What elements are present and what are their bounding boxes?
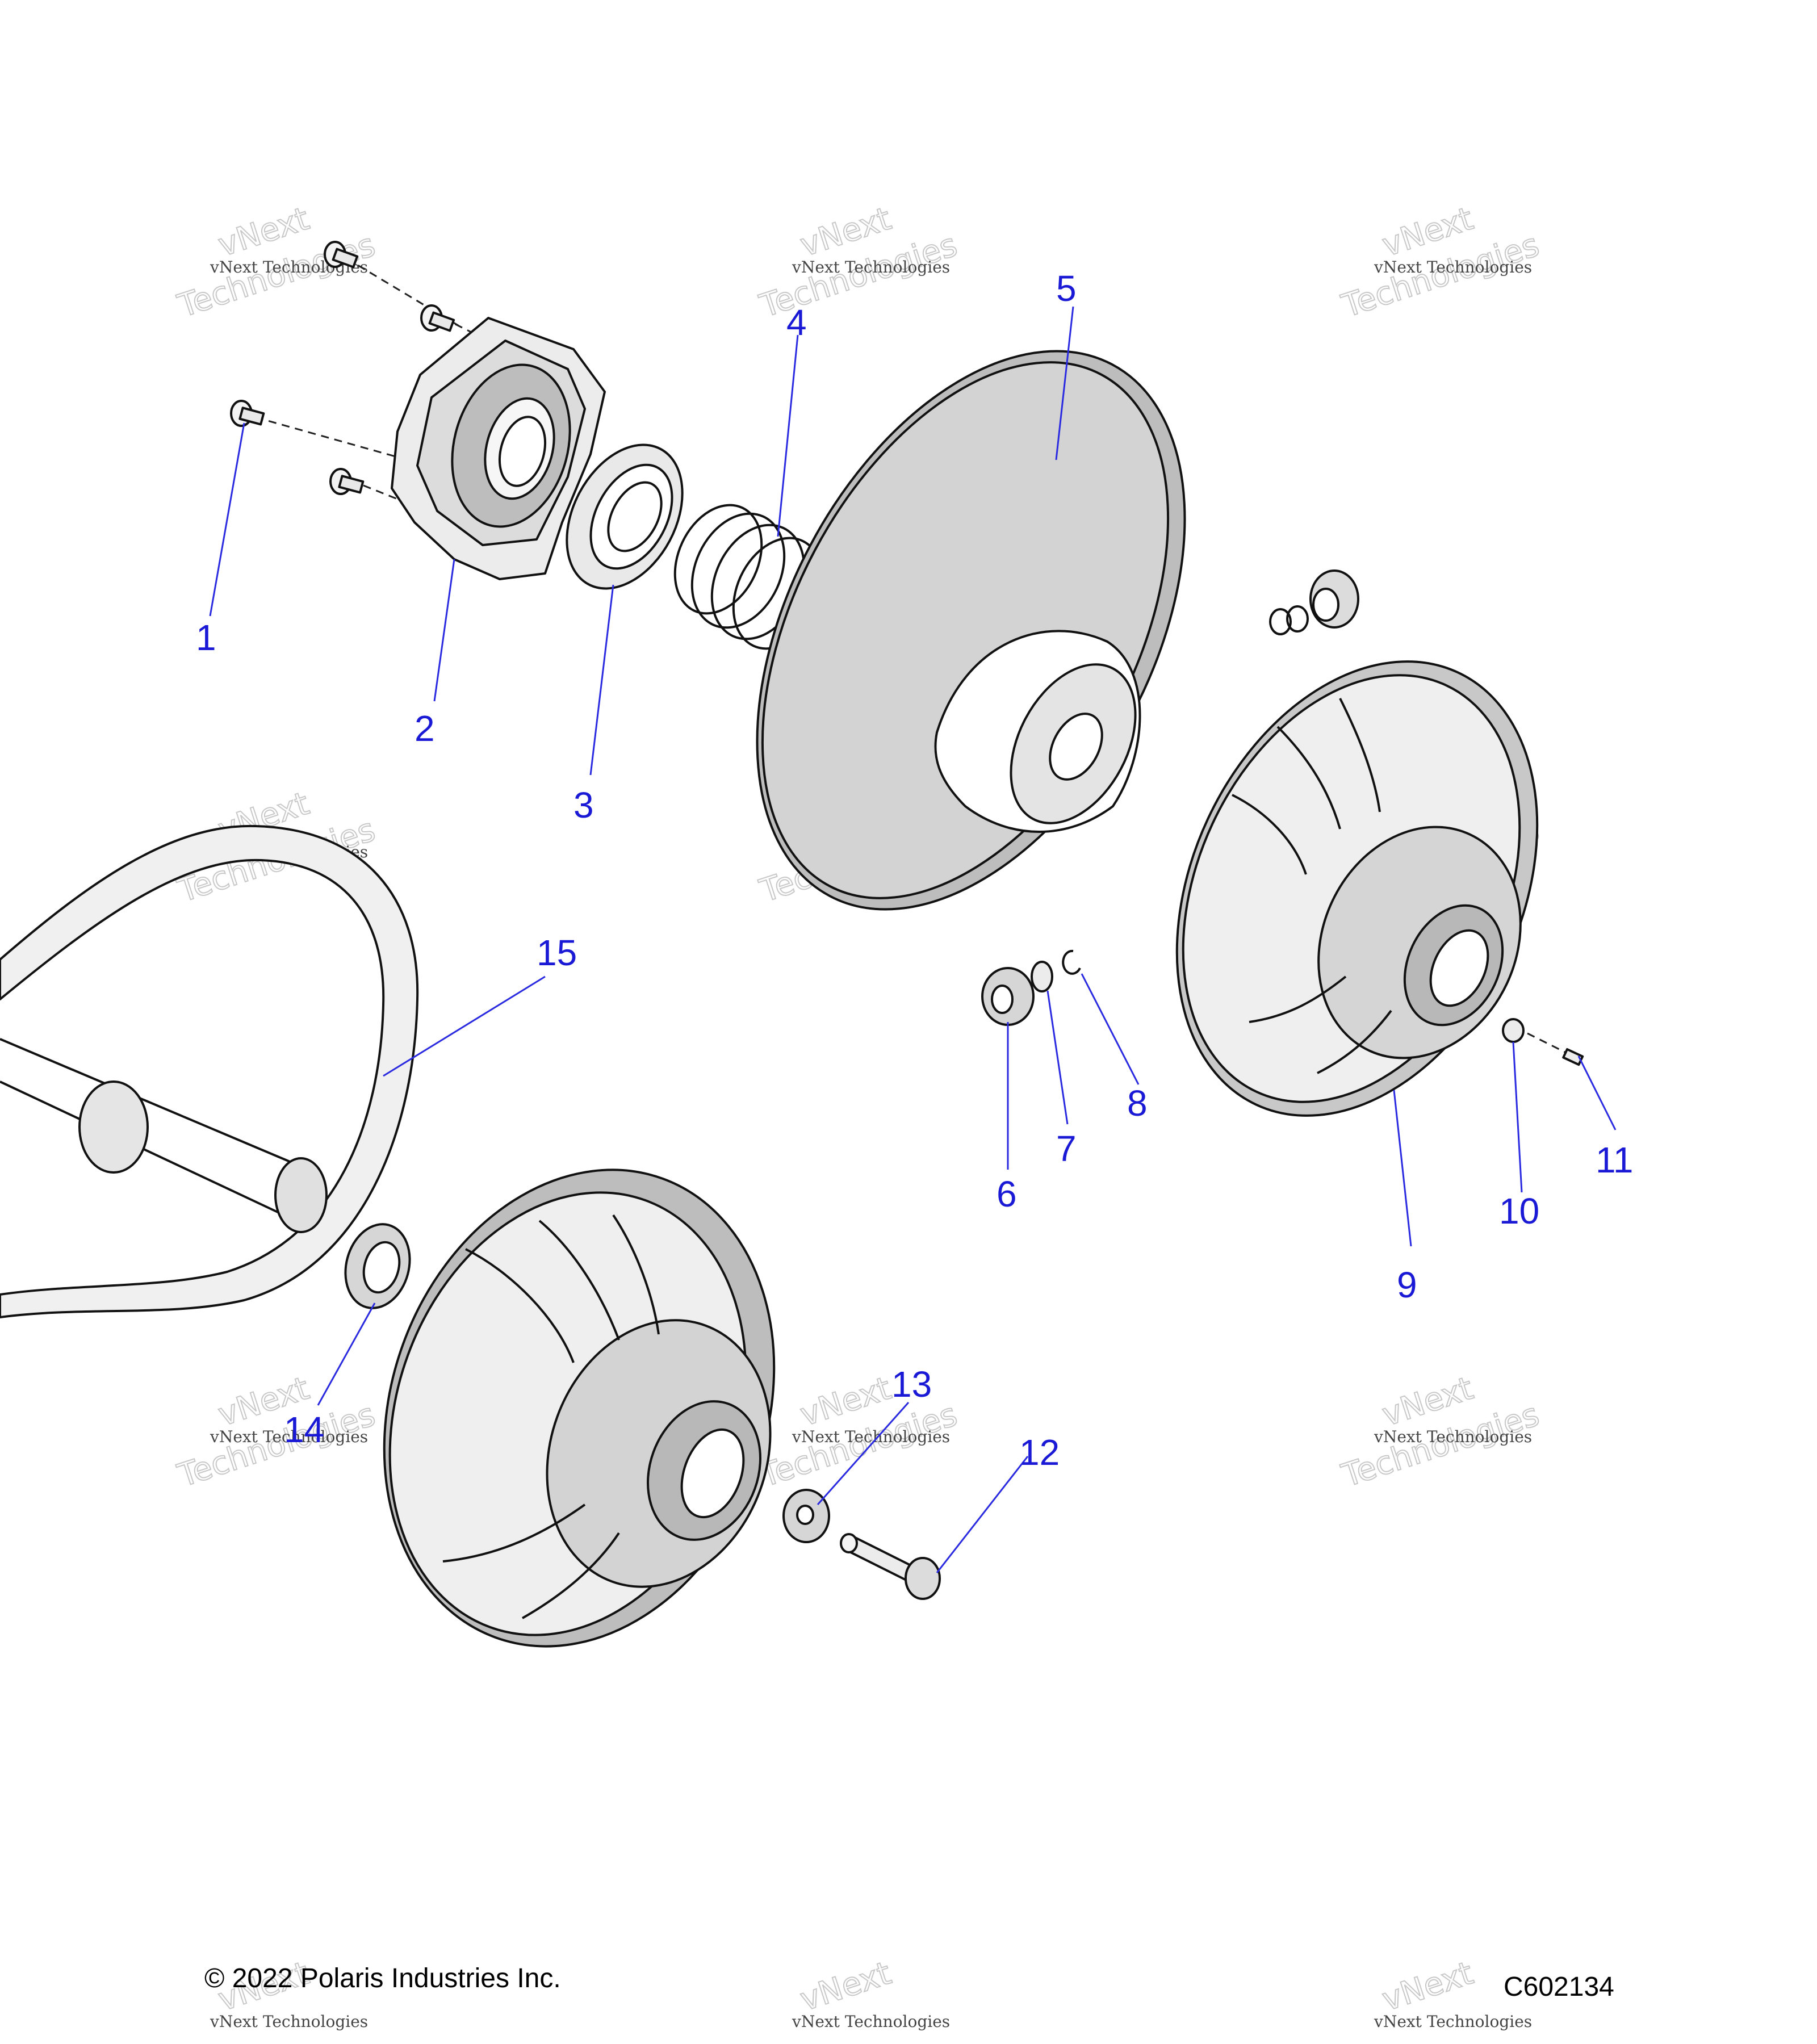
callouts: 1 2 3 4 5 6 7 8 9 10 11 12 13 14 15 (196, 268, 1633, 1473)
callout-3: 3 (573, 785, 594, 826)
alignment-line (255, 416, 398, 458)
small-parts-upper (1269, 569, 1359, 635)
callout-4: 4 (786, 302, 807, 343)
callout-13: 13 (891, 1364, 932, 1405)
callout-9: 9 (1397, 1264, 1417, 1305)
watermark-small: vNext Technologies (210, 2012, 368, 2031)
watermark-small: vNext Technologies (792, 1427, 950, 1446)
watermark-tile: vNext Technologies vNext Technologies (1337, 1369, 1544, 1496)
watermark-small: vNext Technologies (1374, 2012, 1532, 2031)
shaft (0, 1038, 328, 1233)
drive-clutch (383, 1168, 776, 1648)
small-parts-right (1502, 1018, 1584, 1066)
leader-lines (209, 306, 1617, 1573)
callout-14: 14 (284, 1409, 324, 1450)
callout-8: 8 (1127, 1083, 1148, 1124)
callout-11: 11 (1596, 1140, 1633, 1180)
watermark-small: vNext Technologies (1374, 1427, 1532, 1446)
callout-6: 6 (997, 1174, 1017, 1214)
washer-part-13 (782, 1489, 830, 1543)
screws-part-1 (230, 241, 534, 555)
watermark-tile: vNext Technologies vNext Technologies (1337, 200, 1544, 326)
watermark-big-1: vNext (796, 1955, 896, 2018)
callout-7: 7 (1056, 1128, 1077, 1169)
callout-10: 10 (1499, 1191, 1539, 1232)
nut-part-10 (1502, 1018, 1525, 1043)
bolt-part-12 (840, 1533, 941, 1600)
callout-2: 2 (415, 708, 435, 749)
screw (329, 468, 365, 495)
bearing-part-3 (566, 443, 684, 590)
screw (230, 400, 265, 427)
watermark-tile: vNext Technologies vNext Technologies (173, 1369, 380, 1496)
copyright-text: © 2022 Polaris Industries Inc. (204, 1963, 561, 1993)
screw (324, 241, 359, 269)
callout-12: 12 (1019, 1432, 1060, 1473)
screw (420, 304, 455, 332)
watermark-small: vNext Technologies (210, 1427, 368, 1446)
watermark-tile: vNext vNext Technologies (792, 1954, 950, 2031)
washer-part-7 (1031, 961, 1053, 992)
cover-plate-part-2 (391, 317, 606, 580)
watermark-small: vNext Technologies (792, 258, 950, 277)
washer-part-14 (344, 1223, 411, 1309)
watermark-big-1: vNext (1378, 1955, 1478, 2018)
watermark-small: vNext Technologies (1374, 258, 1532, 277)
clutch-part-9 (1175, 660, 1539, 1117)
callout-15: 15 (537, 932, 577, 973)
clip-part-8 (1062, 949, 1081, 975)
callout-5: 5 (1056, 268, 1077, 309)
watermark-small: vNext Technologies (792, 2012, 950, 2031)
small-parts-center (981, 949, 1081, 1026)
sheave-part-5 (756, 350, 1186, 911)
figure-id: C602134 (1504, 1972, 1614, 2002)
callout-1: 1 (196, 617, 216, 658)
belt-part-15 (0, 824, 419, 1318)
